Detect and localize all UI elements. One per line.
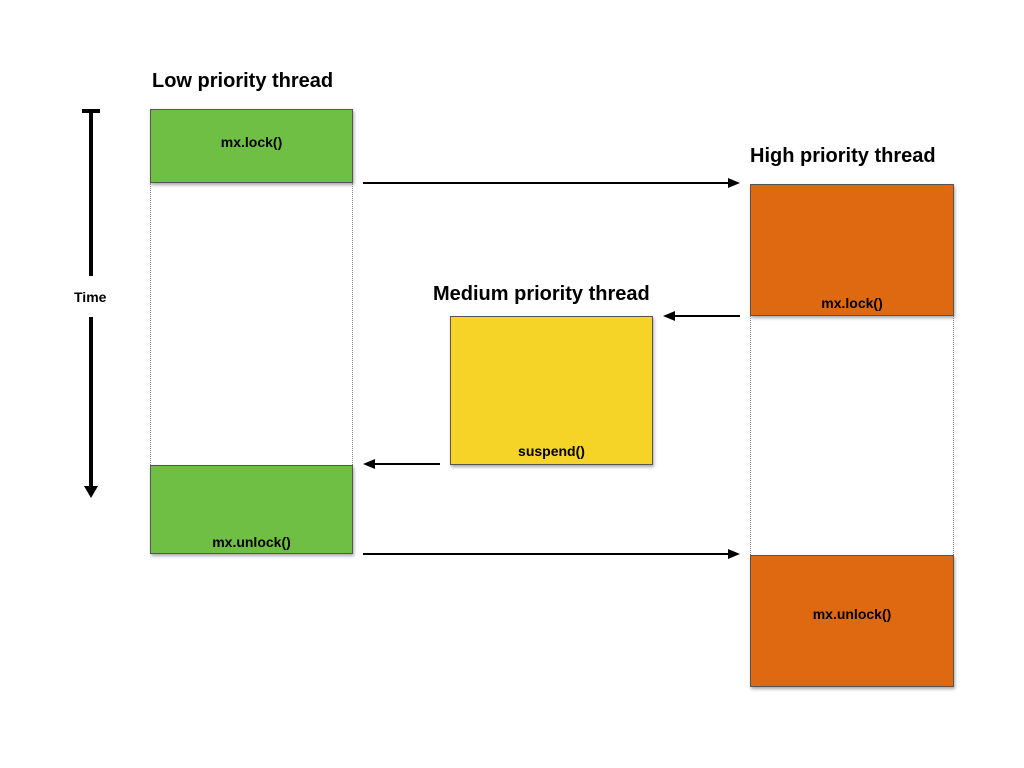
- medium-priority-thread-title: Medium priority thread: [433, 283, 650, 305]
- low-thread-lock-label: mx.lock(): [220, 134, 283, 150]
- arrow-low-to-high-unlock: [363, 549, 740, 559]
- high-thread-unlock-block: mx.unlock(): [750, 555, 954, 687]
- low-thread-unlock-block: mx.unlock(): [150, 465, 353, 554]
- high-thread-lock-label: mx.lock(): [821, 295, 883, 311]
- low-thread-wait-gap: [150, 183, 353, 465]
- low-thread-unlock-label: mx.unlock(): [212, 534, 291, 550]
- time-axis-arrow: [82, 109, 100, 498]
- low-thread-lock-block: mx.lock(): [150, 109, 353, 183]
- high-thread-wait-gap: [750, 316, 954, 555]
- low-priority-thread-title: Low priority thread: [152, 70, 334, 92]
- arrow-medium-to-low: [363, 459, 440, 469]
- arrow-high-to-medium: [663, 311, 740, 321]
- high-thread-unlock-label: mx.unlock(): [812, 606, 892, 622]
- medium-thread-suspend-label: suspend(): [518, 443, 585, 459]
- medium-thread-suspend-block: suspend(): [450, 316, 653, 465]
- arrow-low-to-high-lock: [363, 178, 740, 188]
- time-axis-label: Time: [74, 289, 107, 305]
- high-thread-lock-block: mx.lock(): [750, 184, 954, 316]
- high-priority-thread-title: High priority thread: [750, 145, 936, 167]
